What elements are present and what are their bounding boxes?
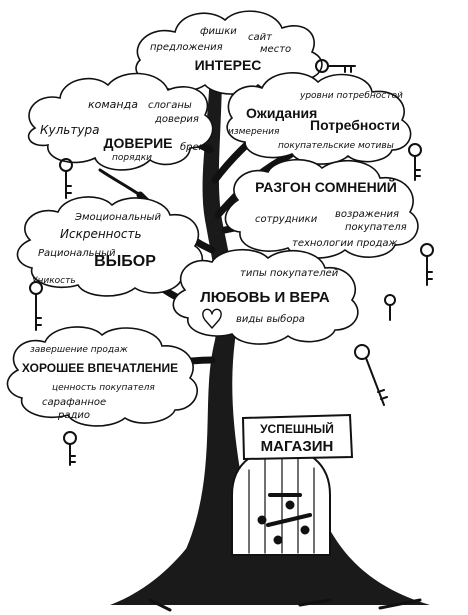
trust-word-5: бренд bbox=[180, 141, 212, 153]
doubts-title: РАЗГОН СОМНЕНИЙ bbox=[255, 178, 397, 195]
love-word-1: типы покупателей bbox=[240, 268, 339, 279]
doubts-word-2: возражения bbox=[335, 209, 399, 220]
interest-title: ИНТЕРЕС bbox=[195, 57, 262, 73]
sign-line1: УСПЕШНЫЙ bbox=[260, 421, 334, 436]
choice-word-3: Рациональный bbox=[38, 248, 116, 259]
trust-word-3: доверия bbox=[154, 114, 199, 125]
tree-door[interactable] bbox=[231, 446, 331, 556]
key-icon bbox=[354, 344, 388, 406]
trust-word-6: порядки bbox=[112, 153, 152, 163]
key-icon bbox=[29, 281, 43, 331]
cloud-trust: команда слоганы доверия Культура бренд п… bbox=[27, 72, 214, 171]
expect-word-2: измерения bbox=[228, 127, 280, 137]
cloud-love: типы покупателей ЛЮБОВЬ И ВЕРА виды выбо… bbox=[172, 248, 359, 345]
interest-word-2: сайт bbox=[248, 32, 273, 43]
key-icon bbox=[408, 143, 422, 181]
trust-word-2: слоганы bbox=[148, 100, 192, 111]
choice-word-1: Эмоциональный bbox=[74, 212, 161, 223]
cloud-interest: фишки сайт предложения место ИНТЕРЕС bbox=[135, 10, 323, 95]
cloud-choice: Эмоциональный Искренность Рациональный У… bbox=[16, 196, 204, 297]
key-icon bbox=[420, 243, 434, 286]
cloud-expectations: уровни потребностей Ожидания Потребности… bbox=[226, 72, 412, 165]
key-icon bbox=[315, 59, 356, 73]
impression-word-2: ценность покупателя bbox=[52, 383, 155, 393]
key-icon bbox=[63, 431, 77, 466]
sign-line2: МАГАЗИН bbox=[261, 438, 334, 455]
doubts-word-1: сотрудники bbox=[255, 214, 318, 225]
impression-word-4: радио bbox=[57, 410, 90, 421]
shop-sign: УСПЕШНЫЙ МАГАЗИН bbox=[241, 413, 354, 461]
key-icon bbox=[59, 158, 73, 199]
cloud-impression: завершение продаж ХОРОШЕЕ ВПЕЧАТЛЕНИЕ це… bbox=[6, 326, 198, 427]
expect-word-1: уровни потребностей bbox=[299, 91, 403, 101]
expect-title-2: Потребности bbox=[310, 117, 400, 133]
interest-word-4: место bbox=[260, 44, 291, 55]
doubts-word-3: покупателя bbox=[345, 222, 407, 233]
love-title: ЛЮБОВЬ И ВЕРА bbox=[200, 289, 330, 306]
doubts-word-4: технологии продаж bbox=[292, 238, 398, 249]
trust-title: ДОВЕРИЕ bbox=[103, 135, 172, 151]
key-icon bbox=[384, 294, 396, 321]
love-word-2: виды выбора bbox=[236, 313, 305, 325]
expect-word-3: покупательские мотивы bbox=[278, 141, 394, 151]
expect-title-1: Ожидания bbox=[246, 105, 317, 121]
interest-word-3: предложения bbox=[150, 42, 223, 53]
heart-icon bbox=[202, 308, 222, 329]
interest-word-1: фишки bbox=[200, 26, 237, 37]
impression-word-1: завершение продаж bbox=[30, 345, 129, 355]
cloud-doubts: РАЗГОН СОМНЕНИЙ сотрудники возражения по… bbox=[224, 158, 419, 259]
trust-word-4: Культура bbox=[40, 123, 99, 137]
choice-word-2: Искренность bbox=[60, 227, 142, 241]
choice-word-4: Уникость bbox=[32, 276, 76, 286]
choice-title: ВЫБОР bbox=[94, 253, 156, 270]
impression-word-3: сарафанное bbox=[42, 397, 106, 408]
impression-title: ХОРОШЕЕ ВПЕЧАТЛЕНИЕ bbox=[22, 361, 178, 375]
trust-word-1: команда bbox=[88, 98, 138, 111]
